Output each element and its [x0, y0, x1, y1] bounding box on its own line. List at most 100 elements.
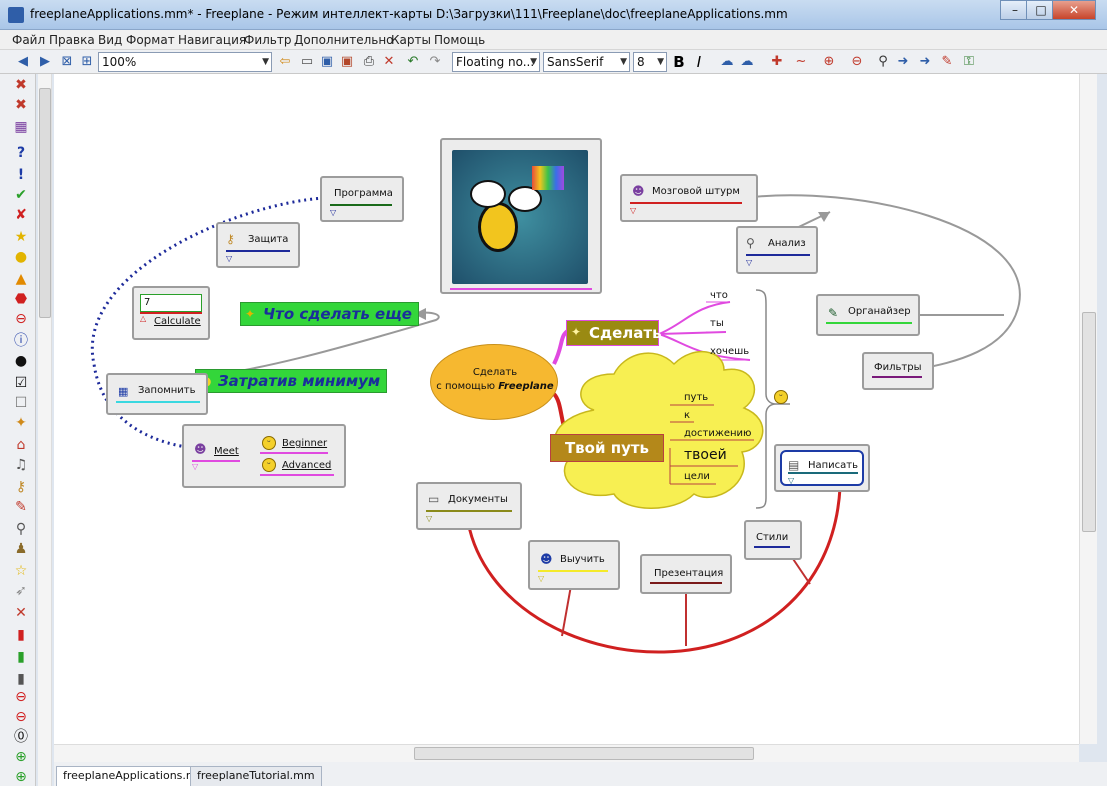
- rocket-icon[interactable]: ➶: [15, 583, 27, 599]
- bold-button[interactable]: B: [673, 53, 685, 71]
- node-meet-group[interactable]: ☻ Meet ▽ ᵕ Beginner ᵕ Advanced: [182, 424, 346, 488]
- node-k[interactable]: к: [684, 410, 691, 421]
- save-icon[interactable]: ▣: [320, 54, 334, 69]
- close-map-icon[interactable]: ✕: [383, 54, 395, 69]
- star-outline-icon[interactable]: ☆: [14, 563, 28, 579]
- italic-button[interactable]: I: [696, 53, 702, 71]
- minus-red-icon[interactable]: ⊖: [15, 689, 27, 705]
- no-entry-icon[interactable]: ⊖: [15, 311, 27, 327]
- idea-icon[interactable]: ●: [14, 249, 28, 265]
- fold-indicator-icon[interactable]: ▽: [538, 574, 545, 583]
- music-icon[interactable]: ♫: [14, 457, 28, 473]
- save-as-icon[interactable]: ▣: [340, 54, 354, 69]
- image-node[interactable]: [440, 138, 602, 294]
- fold-icon[interactable]: ⊠: [61, 54, 73, 69]
- question-icon[interactable]: ?: [16, 145, 26, 161]
- meet-link[interactable]: Meet: [214, 446, 239, 457]
- node-dokumenty[interactable]: ▭ Документы ▽: [416, 482, 522, 530]
- advanced-link[interactable]: Advanced: [282, 460, 332, 471]
- info-icon[interactable]: ⓘ: [14, 333, 28, 349]
- node-dostizheniyu[interactable]: достижению: [684, 428, 752, 439]
- menu-maps[interactable]: Карты: [391, 33, 431, 47]
- node-chto-sdelat-eshche[interactable]: ✦ Что сделать еще: [240, 302, 419, 326]
- cloud-color-icon[interactable]: ☁: [740, 54, 754, 69]
- plus-icon[interactable]: ⊕: [15, 749, 27, 765]
- close-button[interactable]: ✕: [1052, 0, 1096, 20]
- zoom-in-icon[interactable]: ⊕: [823, 54, 835, 69]
- tab-freeplane-applications[interactable]: freeplaneApplications.mm: [56, 766, 215, 786]
- node-khochesh[interactable]: хочешь: [710, 346, 750, 357]
- magnifier-icon[interactable]: ⚲: [15, 521, 27, 537]
- menu-tools[interactable]: Дополнительно: [294, 33, 394, 47]
- node-programma[interactable]: Программа ▽: [320, 176, 404, 222]
- fold-indicator-icon[interactable]: ▽: [788, 476, 795, 485]
- warning-icon[interactable]: ▲: [15, 271, 27, 287]
- node-mozgovoy-shturm[interactable]: ☻ Мозговой штурм ▽: [620, 174, 758, 222]
- node-filtry[interactable]: Фильтры: [862, 352, 934, 390]
- traffic-light-icon[interactable]: ▮: [17, 671, 25, 687]
- back-icon[interactable]: ◀: [18, 54, 28, 69]
- print-icon[interactable]: ⎙: [363, 54, 375, 69]
- fold-indicator-icon[interactable]: ▽: [192, 462, 199, 471]
- key-icon[interactable]: ⚷: [15, 479, 27, 495]
- tools-icon[interactable]: ✕: [15, 605, 27, 621]
- fold-indicator-icon[interactable]: ▽: [226, 254, 233, 263]
- filter-icon[interactable]: ✎: [941, 54, 953, 69]
- unfold-icon[interactable]: ⊞: [81, 54, 93, 69]
- node-tvoy-put[interactable]: Твой путь: [550, 434, 664, 462]
- node-zashchita[interactable]: ⚷ Защита ▽: [216, 222, 300, 268]
- font-size-select[interactable]: 8▼: [633, 52, 667, 72]
- plus-green-icon[interactable]: ⊕: [15, 769, 27, 785]
- previous-icon[interactable]: ➜: [919, 54, 931, 69]
- add-link-icon[interactable]: ✚: [771, 54, 783, 69]
- font-select[interactable]: SansSerif▼: [543, 52, 630, 72]
- lock-icon[interactable]: ⚿: [964, 54, 974, 69]
- exclamation-icon[interactable]: !: [17, 167, 25, 183]
- traffic-light-green-icon[interactable]: ▮: [17, 649, 25, 665]
- wizard-icon[interactable]: ✦: [15, 415, 27, 431]
- trash-icon[interactable]: ▦: [14, 119, 28, 135]
- open-map-icon[interactable]: ⇦: [279, 54, 291, 69]
- vertical-scroll-thumb[interactable]: [1082, 312, 1096, 532]
- bomb-icon[interactable]: ●: [14, 353, 28, 369]
- icon-toolbar-scroll-thumb[interactable]: [39, 88, 51, 318]
- icon-toolbar-scrollbar[interactable]: [38, 74, 52, 786]
- fold-indicator-icon[interactable]: ▽: [746, 258, 753, 267]
- node-put[interactable]: путь: [684, 392, 709, 403]
- fold-indicator-icon[interactable]: △: [140, 314, 147, 323]
- next-icon[interactable]: ➜: [897, 54, 909, 69]
- menu-filter[interactable]: Фильтр: [244, 33, 292, 47]
- new-map-icon[interactable]: ▭: [300, 54, 314, 69]
- horizontal-scrollbar[interactable]: [54, 744, 1079, 762]
- node-calculate[interactable]: 7 △ Calculate: [132, 286, 210, 340]
- vertical-scrollbar[interactable]: [1079, 74, 1097, 744]
- node-ty[interactable]: ты: [710, 318, 724, 329]
- menu-navigation[interactable]: Навигация: [178, 33, 247, 47]
- fold-indicator-icon[interactable]: ▽: [426, 514, 433, 523]
- fold-indicator-icon[interactable]: ▽: [630, 206, 637, 215]
- menu-view[interactable]: Вид: [98, 33, 123, 47]
- traffic-light-red-icon[interactable]: ▮: [17, 627, 25, 643]
- home-icon[interactable]: ⌂: [16, 437, 26, 453]
- zoom-select[interactable]: 100%▼: [98, 52, 272, 72]
- star-icon[interactable]: ★: [14, 229, 28, 245]
- node-organayzer[interactable]: ✎ Органайзер: [816, 294, 920, 336]
- cloud-icon[interactable]: ☁: [720, 54, 734, 69]
- horizontal-scroll-thumb[interactable]: [414, 747, 754, 760]
- node-napisat[interactable]: ▤ Написать ▽: [774, 444, 870, 492]
- central-node[interactable]: Сделать с помощью Freeplane: [430, 344, 558, 420]
- calculate-link[interactable]: Calculate: [154, 316, 201, 327]
- pencil-icon[interactable]: ✎: [15, 499, 27, 515]
- stop-icon[interactable]: ⬣: [14, 291, 28, 307]
- find-icon[interactable]: ⚲: [878, 54, 888, 69]
- mind-map-canvas[interactable]: Программа ▽ ⚷ Защита ▽ 7 △ Calculate ✦ Ч…: [54, 74, 1079, 744]
- zero-icon[interactable]: ⓪: [14, 729, 28, 745]
- menu-file[interactable]: Файл: [12, 33, 46, 47]
- checkbox-checked-icon[interactable]: ☑: [14, 375, 28, 391]
- beginner-link[interactable]: Beginner: [282, 438, 328, 449]
- node-chto[interactable]: что: [710, 290, 728, 301]
- node-zatrativ-minimum[interactable]: ● Затратив минимум: [195, 369, 388, 393]
- calc-field[interactable]: 7: [140, 294, 202, 312]
- style-select[interactable]: Floating no...▼: [452, 52, 540, 72]
- undo-icon[interactable]: ↶: [407, 54, 419, 69]
